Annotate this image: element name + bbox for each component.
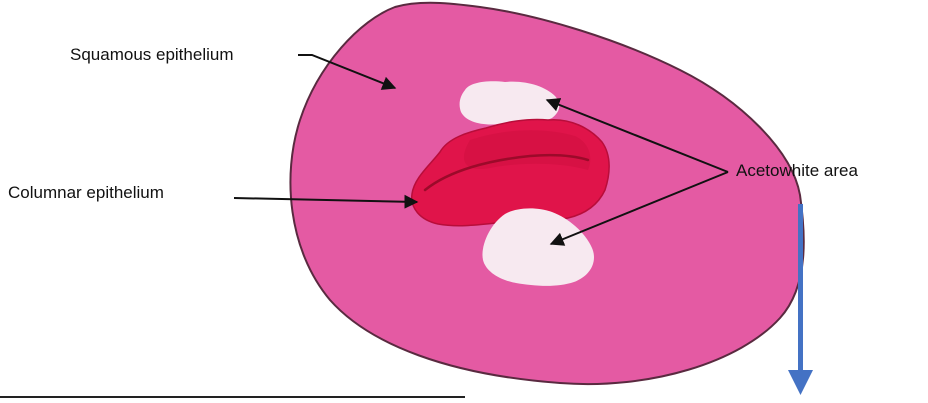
squamous-epithelium-label: Squamous epithelium	[70, 45, 233, 65]
columnar-epithelium-label: Columnar epithelium	[8, 183, 164, 203]
acetowhite-area-label: Acetowhite area	[736, 161, 858, 181]
